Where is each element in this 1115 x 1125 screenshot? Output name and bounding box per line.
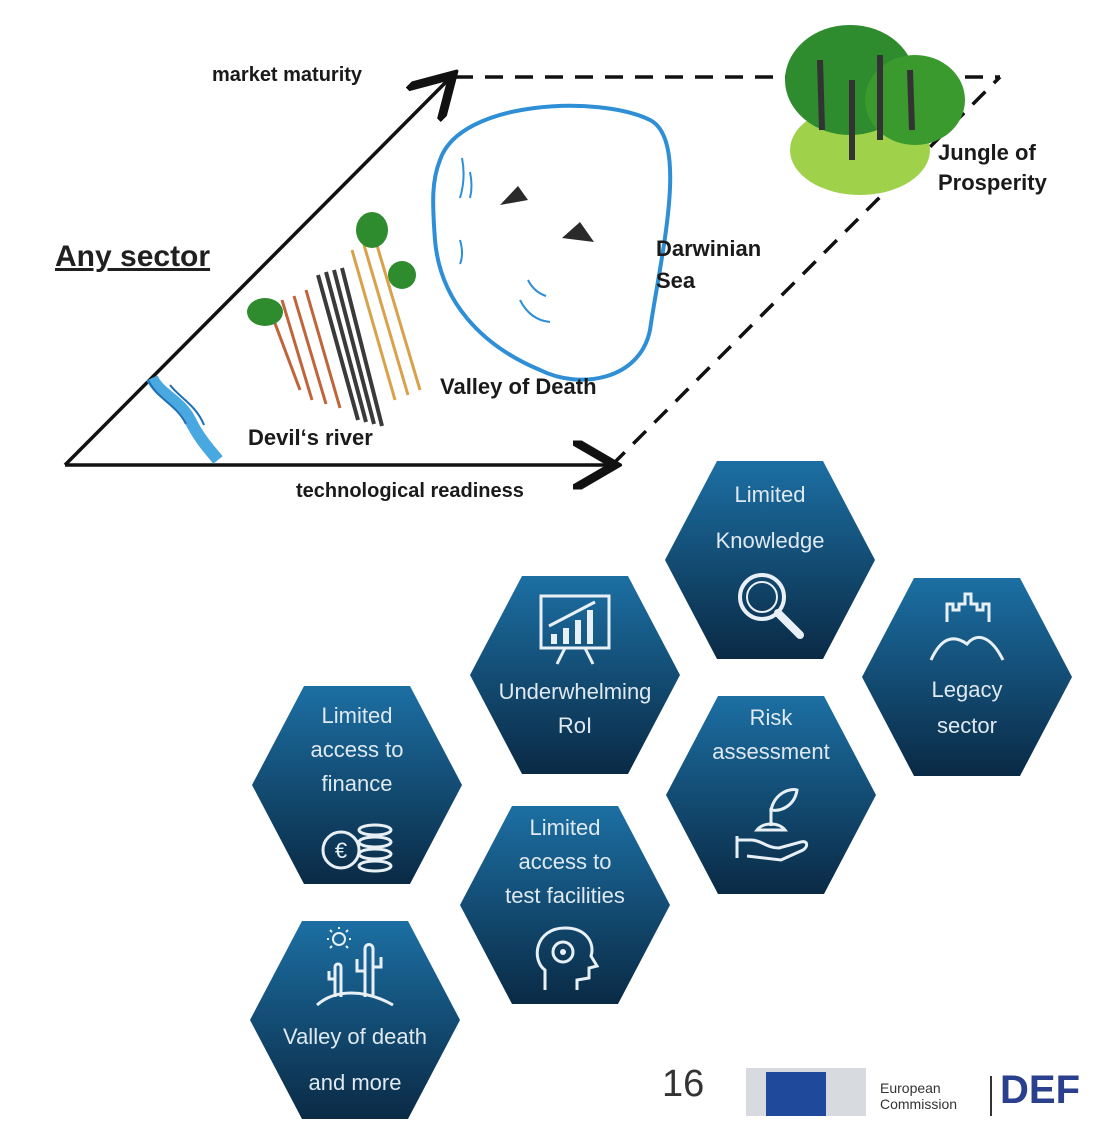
x-axis-label: technological readiness — [296, 480, 524, 502]
shark-fin-icon — [562, 222, 594, 242]
ec-logo — [746, 1068, 866, 1116]
hex-label-line: assessment — [712, 739, 830, 764]
tree-icon — [356, 212, 388, 248]
hex-limited-knowledge: Limited Knowledge — [665, 455, 875, 665]
valley-label: Valley of Death — [440, 374, 597, 399]
eu-flag-icon — [766, 1072, 826, 1116]
head-gear-icon — [535, 926, 600, 990]
wave-mark — [459, 157, 551, 323]
tree-icon — [247, 298, 283, 326]
logo-text-line2: Commission — [880, 1096, 958, 1112]
hex-label-line: test facilities — [505, 883, 625, 908]
svg-text:€: € — [335, 838, 347, 863]
devils-river-bank — [147, 379, 205, 426]
jungle-dark-foliage — [865, 55, 965, 145]
hex-label-line: Limited — [734, 482, 806, 507]
darwinian-sea-outline — [431, 103, 673, 382]
hex-label-line: RoI — [557, 713, 593, 738]
sea-label-line2: Sea — [656, 268, 696, 293]
hex-label-line: Valley of death — [283, 1024, 427, 1049]
department-abbrev: DEF — [1000, 1068, 1080, 1112]
jungle-label-line1: Jungle of — [938, 140, 1036, 165]
jungle-trunks — [817, 55, 915, 160]
hex-limited-access-test-facilities: Limited access to test facilities — [460, 800, 670, 1010]
desert-cactus-icon — [316, 927, 394, 1007]
valley-left-cliff — [268, 289, 342, 409]
hex-label-line: Knowledge — [715, 528, 825, 553]
hex-label-line: Legacy — [931, 677, 1003, 702]
growth-chart-icon — [539, 594, 611, 665]
page-number: 16 — [662, 1063, 705, 1105]
magnifier-icon — [738, 573, 804, 639]
sector-title: Any sector — [55, 240, 211, 273]
valley-right-cliff — [350, 241, 422, 401]
tree-icon — [388, 261, 416, 289]
river-label: Devil‘s river — [248, 425, 373, 450]
logo-separator — [990, 1076, 992, 1116]
logo-text-line1: European — [880, 1080, 941, 1096]
euro-coins-icon: € — [321, 823, 393, 873]
y-axis-label: market maturity — [212, 64, 363, 86]
innovation-landscape-diagram — [63, 25, 1002, 520]
hex-legacy-sector: Legacy sector — [862, 572, 1072, 782]
hex-label-line: sector — [937, 713, 997, 738]
hex-valley-of-death: Valley of death and more — [250, 915, 460, 1125]
jungle-label-line2: Prosperity — [938, 170, 1047, 195]
right-dashed-border — [610, 75, 1002, 467]
hex-label-line: and more — [308, 1070, 402, 1095]
hex-underwhelming-roi: Underwhelming RoI — [470, 570, 680, 780]
sea-label-line1: Darwinian — [656, 236, 762, 261]
castle-icon — [929, 592, 1005, 661]
logo-text: European Commission — [880, 1080, 957, 1112]
hex-limited-access-finance: Limited access to finance € — [252, 680, 462, 890]
devils-river-icon — [146, 374, 223, 464]
hex-label-line: Underwhelming — [498, 679, 652, 704]
plant-in-hand-icon — [735, 788, 809, 862]
hex-label-line: finance — [321, 771, 393, 796]
hex-label-line: Limited — [321, 703, 393, 728]
shark-fin-icon — [500, 186, 528, 205]
hex-risk-assessment: Risk assessment — [666, 690, 876, 900]
hex-label-line: Limited — [529, 815, 601, 840]
y-axis-arrow — [63, 80, 448, 467]
hex-label-line: Risk — [749, 705, 793, 730]
hex-label-line: access to — [518, 849, 612, 874]
hex-label-line: access to — [310, 737, 404, 762]
valley-gorge — [316, 267, 384, 427]
